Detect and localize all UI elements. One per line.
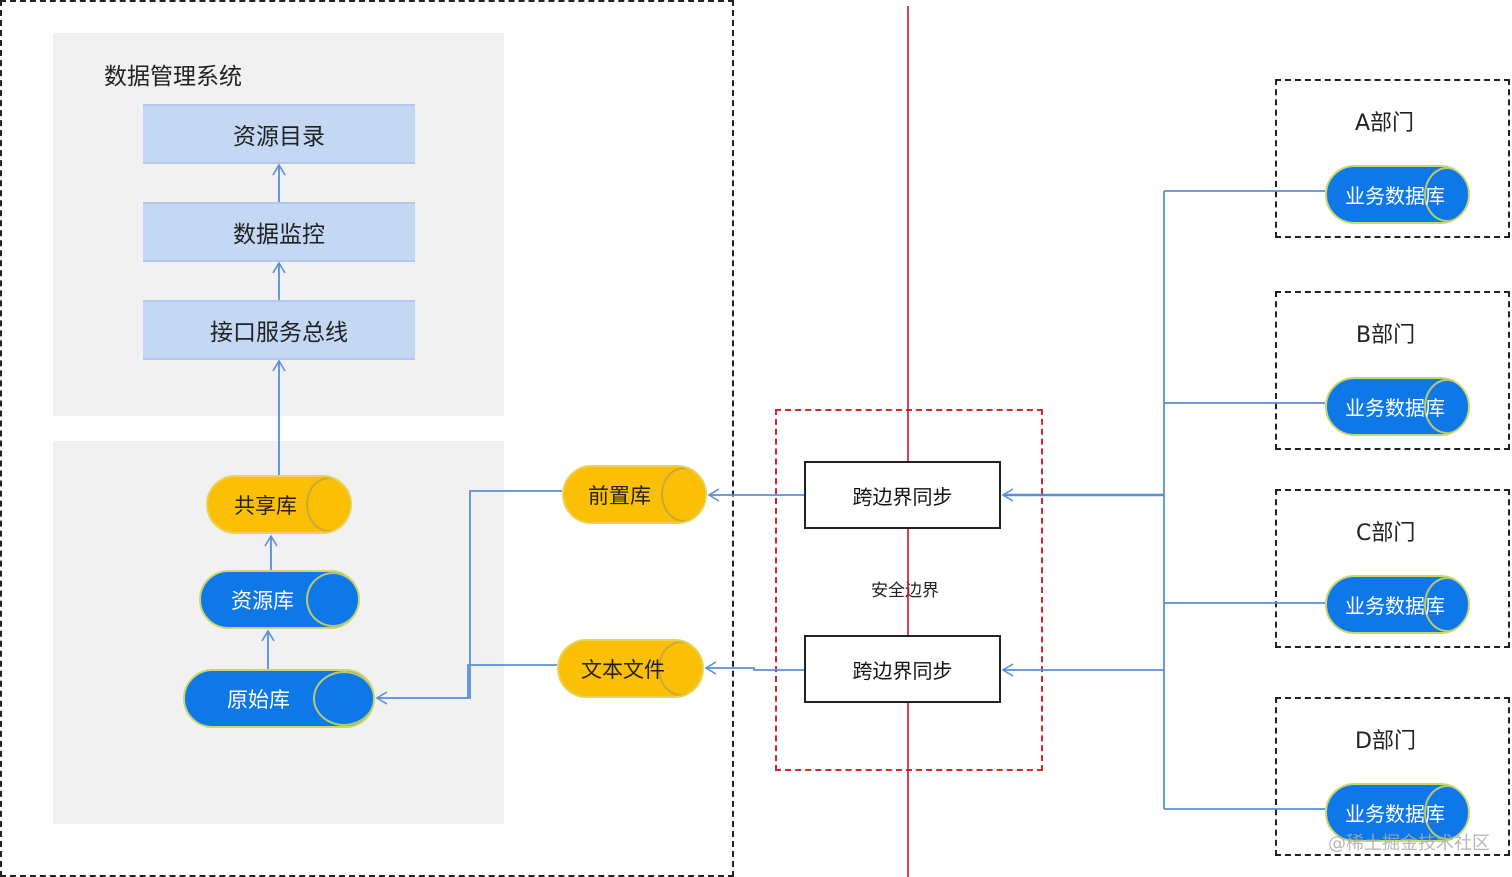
- raw-db-cylinder[interactable]: 原始库: [183, 669, 375, 728]
- cylinder-cap: [1424, 379, 1468, 434]
- cylinder-cap: [306, 572, 358, 627]
- department-b-business-db[interactable]: 业务数据库: [1325, 377, 1470, 436]
- security-boundary-frame: [775, 409, 1043, 771]
- front-db-label: 前置库: [588, 483, 651, 508]
- raw-db-label: 原始库: [227, 687, 290, 712]
- department-c-business-db[interactable]: 业务数据库: [1325, 575, 1470, 634]
- business-db-label: 业务数据库: [1345, 396, 1445, 420]
- department-a-business-db[interactable]: 业务数据库: [1325, 165, 1470, 224]
- internal-zone-frame: [0, 0, 734, 877]
- business-db-label: 业务数据库: [1345, 184, 1445, 208]
- layer-resource-catalog[interactable]: 资源目录: [143, 104, 415, 164]
- textfile-label: 文本文件: [581, 657, 665, 682]
- department-a-title: A部门: [1355, 111, 1415, 136]
- cylinder-cap: [1424, 577, 1468, 632]
- department-b-frame: [1275, 291, 1510, 450]
- department-d-business-db[interactable]: 业务数据库: [1325, 783, 1470, 842]
- layer-data-monitoring[interactable]: 数据监控: [143, 202, 415, 262]
- department-c-title: C部门: [1356, 521, 1416, 546]
- cylinder-cap: [306, 477, 350, 532]
- cross-boundary-sync-top[interactable]: 跨边界同步: [804, 461, 1001, 529]
- watermark: @稀土掘金技术社区: [1328, 833, 1490, 854]
- cylinder-cap: [661, 467, 705, 522]
- resource-db-cylinder[interactable]: 资源库: [199, 570, 360, 629]
- shared-db-label: 共享库: [234, 493, 297, 518]
- department-d-frame: [1275, 697, 1510, 856]
- shared-db-cylinder[interactable]: 共享库: [206, 475, 352, 534]
- business-db-label: 业务数据库: [1345, 594, 1445, 618]
- resource-db-label: 资源库: [231, 588, 294, 613]
- cylinder-cap: [658, 641, 702, 696]
- department-b-title: B部门: [1356, 323, 1416, 348]
- department-a-frame: [1275, 79, 1510, 238]
- security-boundary-label: 安全边界: [871, 581, 939, 601]
- layer-interface-service-bus[interactable]: 接口服务总线: [143, 300, 415, 360]
- cylinder-cap: [1424, 785, 1468, 840]
- system-title: 数据管理系统: [104, 64, 242, 90]
- department-c-frame: [1275, 489, 1510, 648]
- cross-boundary-sync-bottom[interactable]: 跨边界同步: [804, 635, 1001, 703]
- cylinder-cap: [313, 671, 373, 726]
- business-db-label: 业务数据库: [1345, 802, 1445, 826]
- cylinder-cap: [1424, 167, 1468, 222]
- department-d-title: D部门: [1355, 729, 1416, 754]
- textfile-cylinder[interactable]: 文本文件: [557, 639, 704, 698]
- front-db-cylinder[interactable]: 前置库: [562, 465, 707, 524]
